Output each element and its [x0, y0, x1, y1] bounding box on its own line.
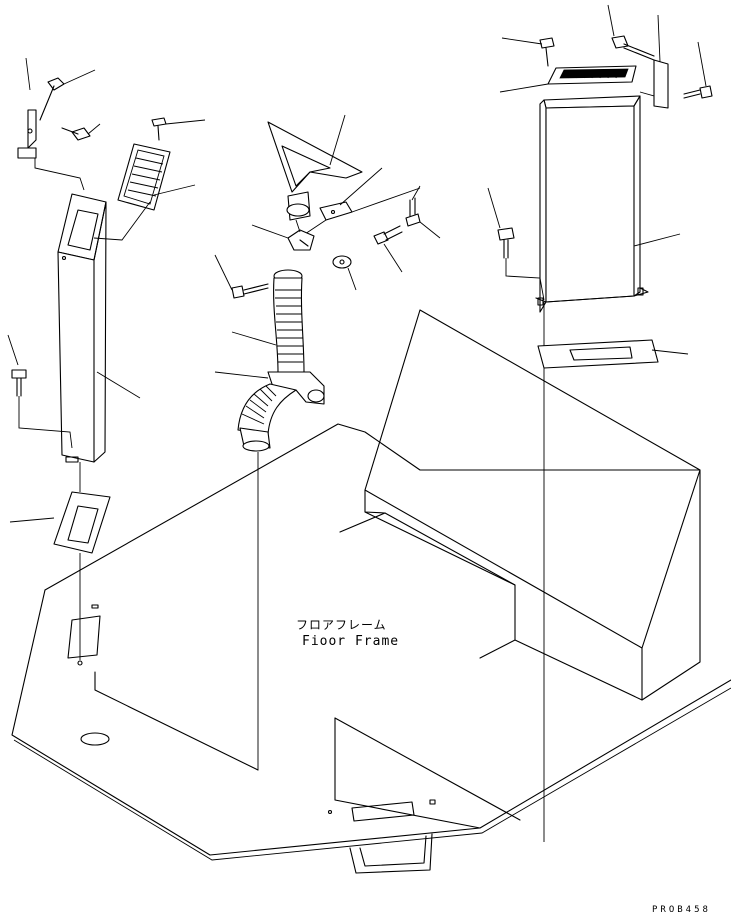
- bolt-left-3: [7, 334, 73, 449]
- bracket-right: [639, 14, 669, 109]
- grille-left: [117, 143, 196, 211]
- bolt-center-2: [373, 225, 403, 273]
- washer: [332, 255, 357, 291]
- bolt-right-3: [487, 187, 545, 301]
- floor-frame-label-jp: フロアフレーム: [296, 618, 387, 632]
- gasket-left: [9, 491, 111, 554]
- hose-clamp: [251, 224, 315, 251]
- hose-upper: [231, 269, 305, 373]
- duct-right: [535, 95, 681, 313]
- duct-left: [57, 193, 151, 463]
- screw-right-grille: [501, 37, 555, 67]
- floor-hole: [80, 732, 110, 746]
- nozzle: [267, 114, 363, 221]
- floor-opening-rear: [351, 801, 415, 822]
- grille-right: [499, 65, 637, 93]
- bolt-center-3: [405, 185, 441, 239]
- hose-junction: [214, 371, 325, 405]
- clamp-bracket: [304, 167, 421, 235]
- floor-frame: [11, 423, 731, 874]
- bracket-left: [17, 147, 37, 159]
- seat-box: [339, 309, 701, 701]
- floor-opening-left: [67, 615, 101, 659]
- bolt-left-2: [61, 123, 101, 141]
- hose-lower: [237, 383, 297, 452]
- bolt-left-1: [39, 69, 96, 121]
- bolt-center-1: [214, 254, 269, 299]
- bolt-right-2: [683, 41, 713, 99]
- gasket-right: [537, 339, 689, 369]
- floor-handle: [349, 833, 433, 874]
- left-duct-assembly: [7, 69, 206, 666]
- screw-left-grille: [151, 117, 206, 141]
- right-duct-assembly: [487, 4, 713, 842]
- floor-frame-label-en: Fioor Frame: [302, 634, 400, 649]
- bolt-right-1: [607, 4, 655, 61]
- drawing-code: PROB458: [652, 905, 711, 915]
- center-hose-assembly: [214, 114, 441, 770]
